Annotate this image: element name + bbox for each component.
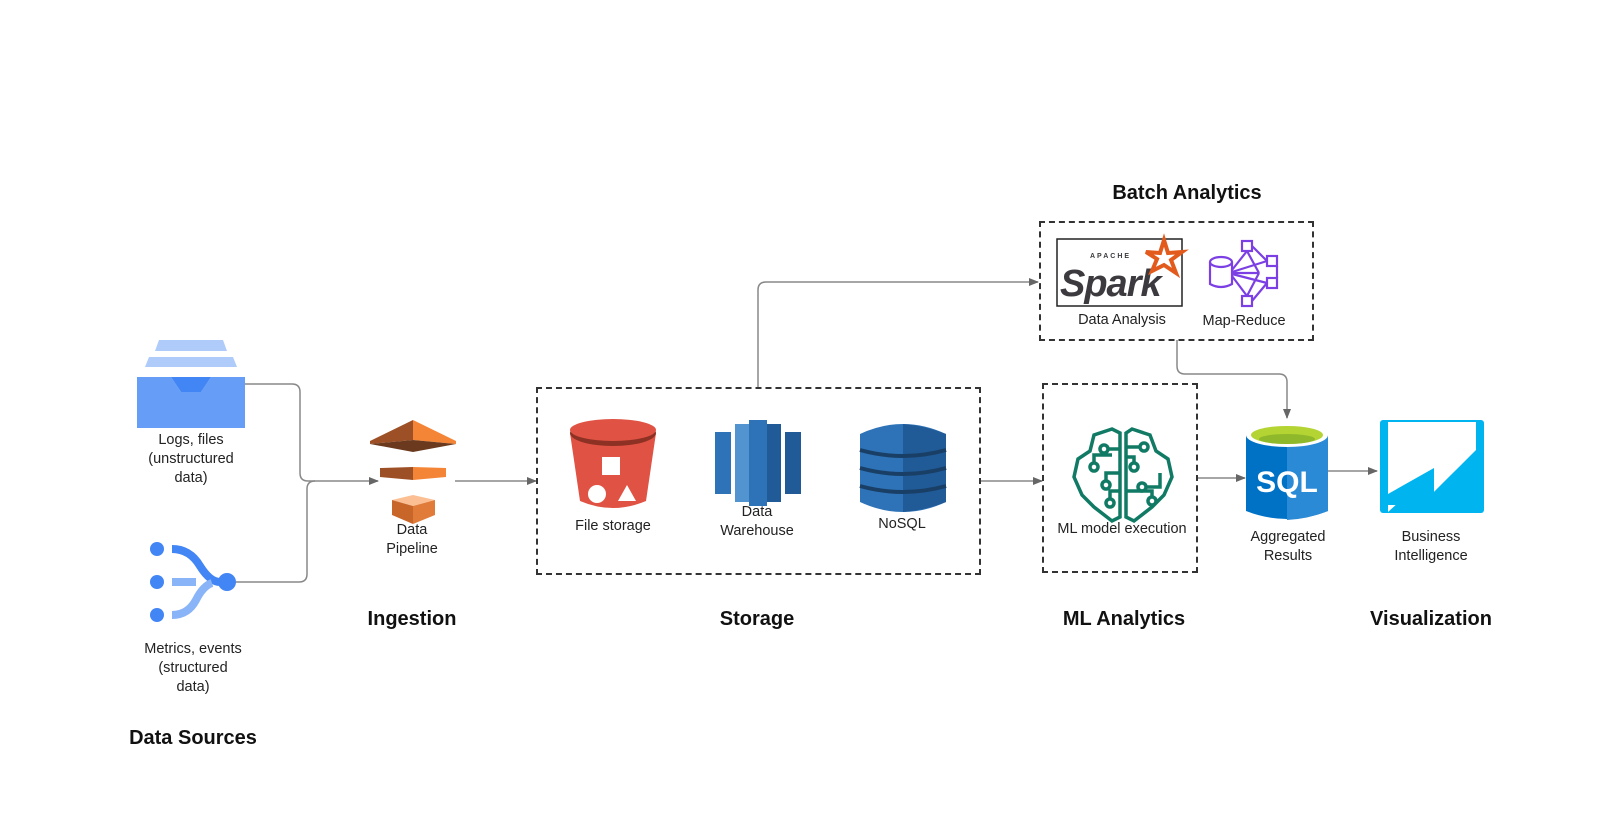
section-title-ml-analytics: ML Analytics bbox=[1062, 608, 1186, 630]
file-storage-label: File storage bbox=[575, 518, 651, 534]
svg-text:Spark: Spark bbox=[1060, 263, 1163, 305]
connector-storage-batch bbox=[757, 278, 1039, 387]
logs-label-line: Logs, files bbox=[158, 432, 224, 448]
bi-label: Business Intelligence bbox=[1394, 528, 1467, 566]
logs-label-line: (unstructured bbox=[148, 451, 234, 467]
metrics-label-line: (structured bbox=[158, 660, 228, 676]
sql-logo-text: SQL bbox=[1256, 466, 1318, 499]
metrics-label-line: data) bbox=[176, 679, 210, 695]
inbox-tray-icon bbox=[137, 340, 245, 428]
pipeline-label-line: Data bbox=[396, 522, 428, 538]
warehouse-label-line: Data bbox=[741, 504, 773, 520]
redshift-icon bbox=[715, 420, 801, 506]
spark-label: Data Analysis bbox=[1078, 312, 1166, 328]
dynamodb-icon bbox=[859, 424, 947, 512]
metrics-label: Metrics, events (structured data) bbox=[144, 640, 242, 697]
s3-bucket-icon bbox=[570, 419, 656, 508]
business-intelligence-icon bbox=[1380, 420, 1484, 513]
ml-brain-icon bbox=[1072, 427, 1174, 524]
section-title-ingestion: Ingestion bbox=[367, 608, 457, 630]
section-title-visualization: Visualization bbox=[1370, 608, 1492, 630]
nosql-label: NoSQL bbox=[878, 516, 926, 532]
section-title-storage: Storage bbox=[719, 608, 795, 630]
svg-text:APACHE: APACHE bbox=[1090, 253, 1131, 260]
connector-metrics-pipeline bbox=[235, 480, 316, 583]
warehouse-label: Data Warehouse bbox=[720, 503, 794, 541]
aws-data-pipeline-icon bbox=[370, 420, 456, 524]
metrics-label-line: Metrics, events bbox=[144, 641, 242, 657]
map-reduce-label: Map-Reduce bbox=[1202, 313, 1286, 329]
batch-analytics-group bbox=[1039, 221, 1314, 341]
section-title-batch-analytics: Batch Analytics bbox=[1112, 182, 1262, 204]
section-title-data-sources: Data Sources bbox=[129, 727, 257, 749]
logs-label: Logs, files (unstructured data) bbox=[148, 431, 233, 488]
pipeline-label: Data Pipeline bbox=[386, 521, 438, 559]
ml-analytics-group bbox=[1042, 383, 1198, 573]
bi-label-line: Intelligence bbox=[1394, 548, 1468, 564]
sql-database-icon: SQL bbox=[1246, 423, 1328, 520]
logs-label-line: data) bbox=[174, 470, 208, 486]
ml-model-label: ML model execution bbox=[1057, 521, 1187, 537]
warehouse-label-line: Warehouse bbox=[720, 523, 794, 539]
apache-spark-logo: APACHE Spark bbox=[1056, 233, 1189, 307]
sql-label-line: Results bbox=[1263, 548, 1313, 564]
connector-logs-pipeline bbox=[245, 383, 379, 485]
map-reduce-icon bbox=[1208, 239, 1279, 308]
merge-streams-icon bbox=[150, 542, 236, 622]
sql-label: Aggregated Results bbox=[1251, 528, 1326, 566]
pipeline-label-line: Pipeline bbox=[386, 541, 438, 557]
bi-label-line: Business bbox=[1401, 529, 1461, 545]
storage-group bbox=[536, 387, 981, 575]
sql-label-line: Aggregated bbox=[1250, 529, 1326, 545]
connector-batch-sql bbox=[1176, 340, 1291, 419]
